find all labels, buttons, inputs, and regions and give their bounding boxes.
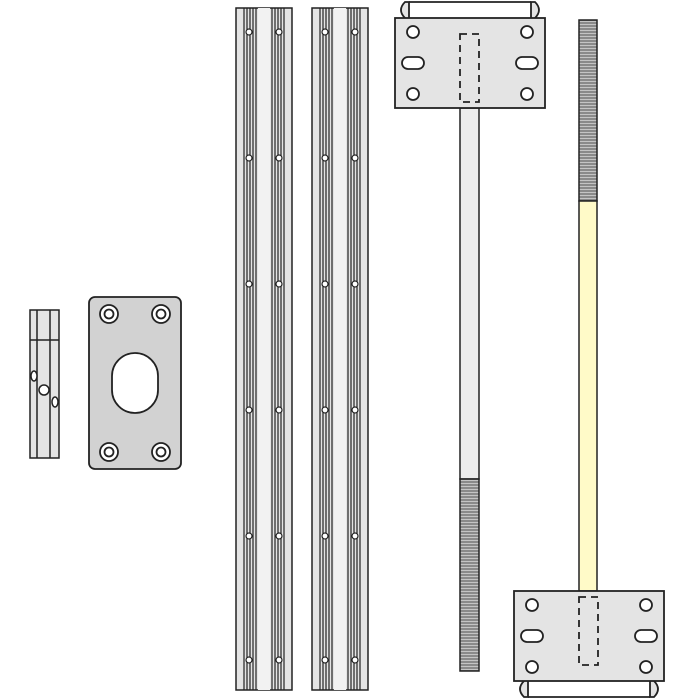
threaded-rod <box>578 19 598 592</box>
hole <box>351 656 359 664</box>
slot <box>515 56 539 70</box>
hole <box>520 87 534 101</box>
hole <box>406 25 420 39</box>
small-bar <box>29 309 60 459</box>
rail <box>235 7 293 691</box>
hole <box>321 532 329 540</box>
hole <box>30 370 38 382</box>
hole <box>38 384 50 396</box>
hole <box>275 656 283 664</box>
slot <box>520 629 544 643</box>
hidden-rod-outline <box>578 596 599 666</box>
hole <box>321 154 329 162</box>
hole <box>321 656 329 664</box>
slot <box>401 56 425 70</box>
hole <box>245 154 253 162</box>
bracket-tab <box>519 680 529 698</box>
hole <box>275 406 283 414</box>
hole <box>275 154 283 162</box>
hole <box>351 154 359 162</box>
hidden-rod-outline <box>459 33 480 103</box>
hole <box>639 660 653 674</box>
escutcheon-plate <box>88 296 182 470</box>
slot <box>634 629 658 643</box>
thread <box>459 478 480 672</box>
hole <box>639 598 653 612</box>
bracket-top <box>394 1 546 109</box>
hole <box>245 406 253 414</box>
threaded-rod <box>459 107 480 672</box>
hole <box>351 406 359 414</box>
hole <box>321 406 329 414</box>
hole <box>275 532 283 540</box>
hole <box>245 656 253 664</box>
rod-highlight <box>578 200 598 592</box>
hole <box>321 280 329 288</box>
bracket-tab <box>649 680 659 698</box>
hole <box>351 532 359 540</box>
hole <box>321 28 329 36</box>
hole <box>351 280 359 288</box>
hole <box>406 87 420 101</box>
rail <box>311 7 369 691</box>
hole <box>51 396 59 408</box>
hole <box>275 280 283 288</box>
hole <box>245 532 253 540</box>
keyhole-opening <box>111 352 159 414</box>
hole <box>525 598 539 612</box>
hole <box>525 660 539 674</box>
hole <box>351 28 359 36</box>
bracket-bottom <box>513 590 665 698</box>
hole <box>245 28 253 36</box>
bracket-tab <box>530 1 540 19</box>
bracket-tab <box>400 1 410 19</box>
hole <box>520 25 534 39</box>
thread <box>578 19 598 202</box>
hole <box>245 280 253 288</box>
hole <box>275 28 283 36</box>
